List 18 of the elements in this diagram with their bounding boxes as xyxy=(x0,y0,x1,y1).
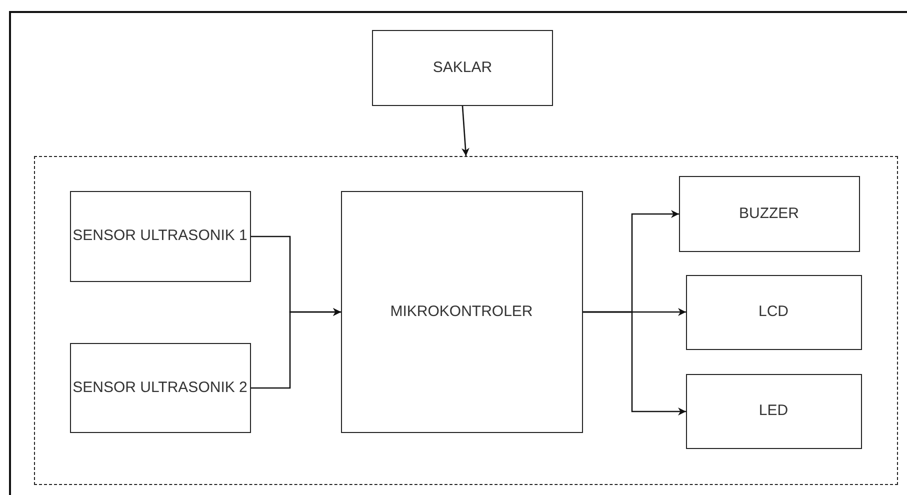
block-label: MIKROKONTROLER xyxy=(389,302,534,320)
arrow xyxy=(461,106,470,156)
block-label: SENSOR ULTRASONIK 2 xyxy=(72,378,248,396)
block-box xyxy=(340,190,582,432)
group-frame xyxy=(34,156,898,485)
block-box xyxy=(686,374,862,448)
block-label: SAKLAR xyxy=(432,59,494,77)
block-box xyxy=(372,30,553,106)
block-label: SENSOR ULTRASONIK 1 xyxy=(72,227,248,245)
block-label: LED xyxy=(758,402,790,420)
arrow xyxy=(251,308,341,389)
block-box xyxy=(70,342,250,432)
block-label: LCD xyxy=(757,303,790,321)
block-box xyxy=(686,274,862,350)
block-box xyxy=(70,190,250,282)
block-box xyxy=(678,176,860,252)
block-label: BUZZER xyxy=(738,204,800,222)
arrow xyxy=(583,311,686,416)
